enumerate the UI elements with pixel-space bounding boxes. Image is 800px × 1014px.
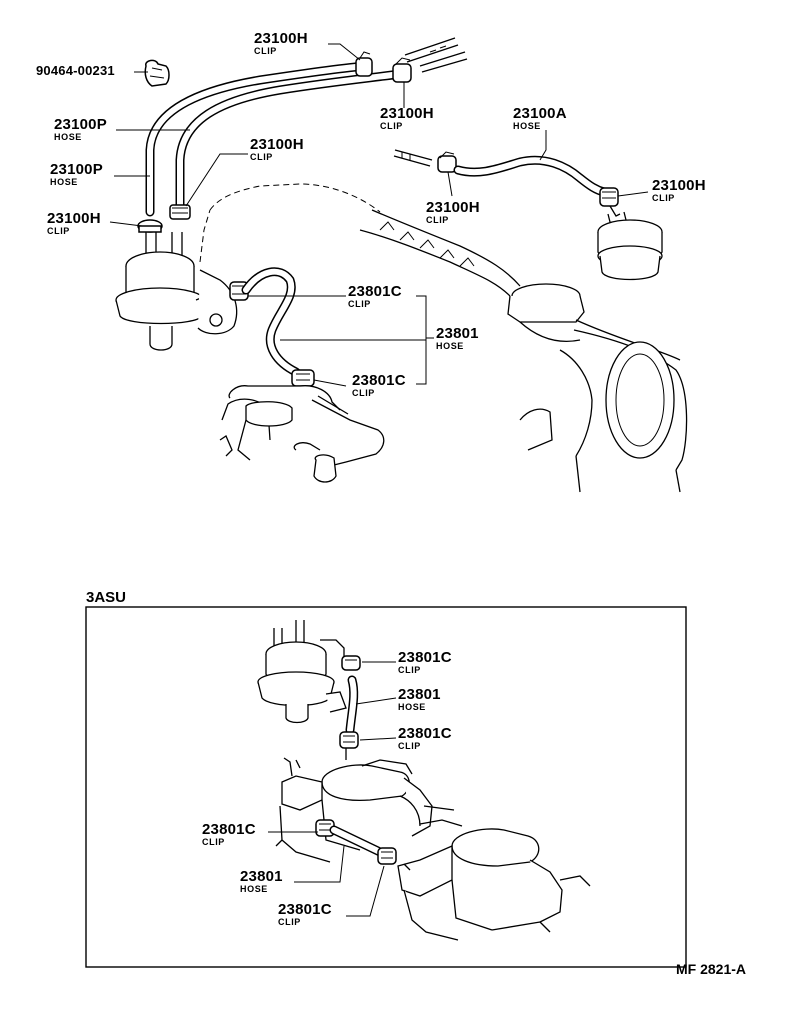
callout-part-number: 23100H	[652, 177, 706, 194]
clip-lower-2	[169, 204, 191, 220]
callout-23100p-hose-2: 23100P HOSE	[50, 162, 103, 187]
callout-part-desc: CLIP	[250, 152, 273, 162]
callout-part-desc: HOSE	[398, 702, 426, 712]
callout-part-number: 23801C	[348, 283, 402, 300]
callout-23100p-hose-1: 23100P HOSE	[54, 117, 107, 142]
callout-part-desc: CLIP	[652, 193, 675, 203]
fuel-pump-left	[115, 232, 238, 351]
hose-23801-top	[241, 267, 301, 377]
clip-top-1	[355, 51, 373, 77]
callout-part-desc: CLIP	[352, 388, 375, 398]
callout-part-number: 23801C	[398, 649, 452, 666]
callout-part-desc: CLIP	[398, 665, 421, 675]
callout-23801-hose-3: 23801 HOSE	[240, 869, 283, 894]
callout-23801c-clip-1: 23801C CLIP	[348, 284, 402, 309]
callout-90464-00231: 90464-00231	[36, 64, 115, 77]
callout-part-desc: HOSE	[54, 132, 82, 142]
callout-part-desc: CLIP	[380, 121, 403, 131]
callout-part-number: 23801	[398, 686, 441, 703]
callout-part-number: 23801C	[398, 725, 452, 742]
callout-23801c-clip-4: 23801C CLIP	[398, 726, 452, 751]
callout-part-number: 23100P	[50, 161, 103, 178]
frame-title: 3ASU	[86, 589, 127, 606]
callout-23801c-clip-2: 23801C CLIP	[352, 373, 406, 398]
callout-part-desc: CLIP	[202, 837, 225, 847]
hose-23801-bottom-lower	[329, 825, 385, 857]
leaders-bottom	[268, 661, 397, 917]
clip-23801-lower	[291, 369, 315, 387]
figure-code: MF 2821-A	[676, 961, 747, 977]
clip-bottom-middle	[339, 731, 359, 749]
callout-part-desc: HOSE	[436, 341, 464, 351]
engine-outline-dashed	[199, 183, 521, 297]
callout-23100a-hose: 23100A HOSE	[513, 106, 567, 131]
callout-part-number: 23801C	[278, 901, 332, 918]
callout-23801-hose-2: 23801 HOSE	[398, 687, 441, 712]
fuel-pump-bottom	[257, 620, 347, 724]
hose-23100p-left	[145, 61, 371, 217]
callout-part-number: 23100H	[426, 199, 480, 216]
callout-part-desc: CLIP	[348, 299, 371, 309]
callout-23801c-clip-3: 23801C CLIP	[398, 650, 452, 675]
callout-part-number: 90464-00231	[36, 63, 115, 78]
callout-23801c-clip-6: 23801C CLIP	[278, 902, 332, 927]
callout-part-desc: HOSE	[240, 884, 268, 894]
callout-part-number: 23801C	[352, 372, 406, 389]
clip-bottom-upper	[341, 655, 361, 671]
callout-23100h-clip-1: 23100H CLIP	[254, 31, 308, 56]
callout-23100h-clip-3: 23100H CLIP	[250, 137, 304, 162]
callout-part-number: 23100H	[380, 105, 434, 122]
callout-part-number: 23100H	[254, 30, 308, 47]
fuel-pipes	[404, 37, 468, 73]
callout-part-desc: HOSE	[50, 177, 78, 187]
fuel-line-right	[393, 149, 433, 167]
callout-part-desc: CLIP	[426, 215, 449, 225]
callout-part-number: 23100P	[54, 116, 107, 133]
callout-23100h-clip-2: 23100H CLIP	[380, 106, 434, 131]
callout-part-number: 23801	[436, 325, 479, 342]
callout-23100h-clip-6: 23100H CLIP	[652, 178, 706, 203]
callout-part-desc: CLIP	[398, 741, 421, 751]
fuel-filter	[597, 205, 663, 281]
hose-23801-bottom-upper	[345, 675, 359, 735]
callout-23801-hose-1: 23801 HOSE	[436, 326, 479, 351]
clip-90464	[144, 59, 170, 87]
callout-part-number: 23801C	[202, 821, 256, 838]
clip-top-2	[392, 57, 412, 83]
leaders-top	[109, 43, 649, 387]
callout-part-desc: CLIP	[278, 917, 301, 927]
callout-23100h-clip-5: 23100H CLIP	[426, 200, 480, 225]
callout-part-number: 23801	[240, 868, 283, 885]
hose-23100p-right	[175, 69, 405, 217]
callout-23100h-clip-4: 23100H CLIP	[47, 211, 101, 236]
air-cleaner	[507, 283, 688, 493]
clip-filter-inlet	[437, 151, 457, 173]
callout-part-desc: CLIP	[254, 46, 277, 56]
callout-part-desc: CLIP	[47, 226, 70, 236]
callout-part-number: 23100H	[250, 136, 304, 153]
frame-3asu	[85, 606, 687, 968]
callout-23801c-clip-5: 23801C CLIP	[202, 822, 256, 847]
carburetor-top	[219, 385, 385, 483]
callout-part-desc: HOSE	[513, 121, 541, 131]
callout-part-number: 23100A	[513, 105, 567, 122]
callout-part-number: 23100H	[47, 210, 101, 227]
hose-23100a	[453, 155, 609, 197]
clip-bottom-right	[377, 847, 397, 865]
air-cleaner-bottom	[397, 828, 591, 941]
clip-filter-outlet	[599, 187, 619, 207]
